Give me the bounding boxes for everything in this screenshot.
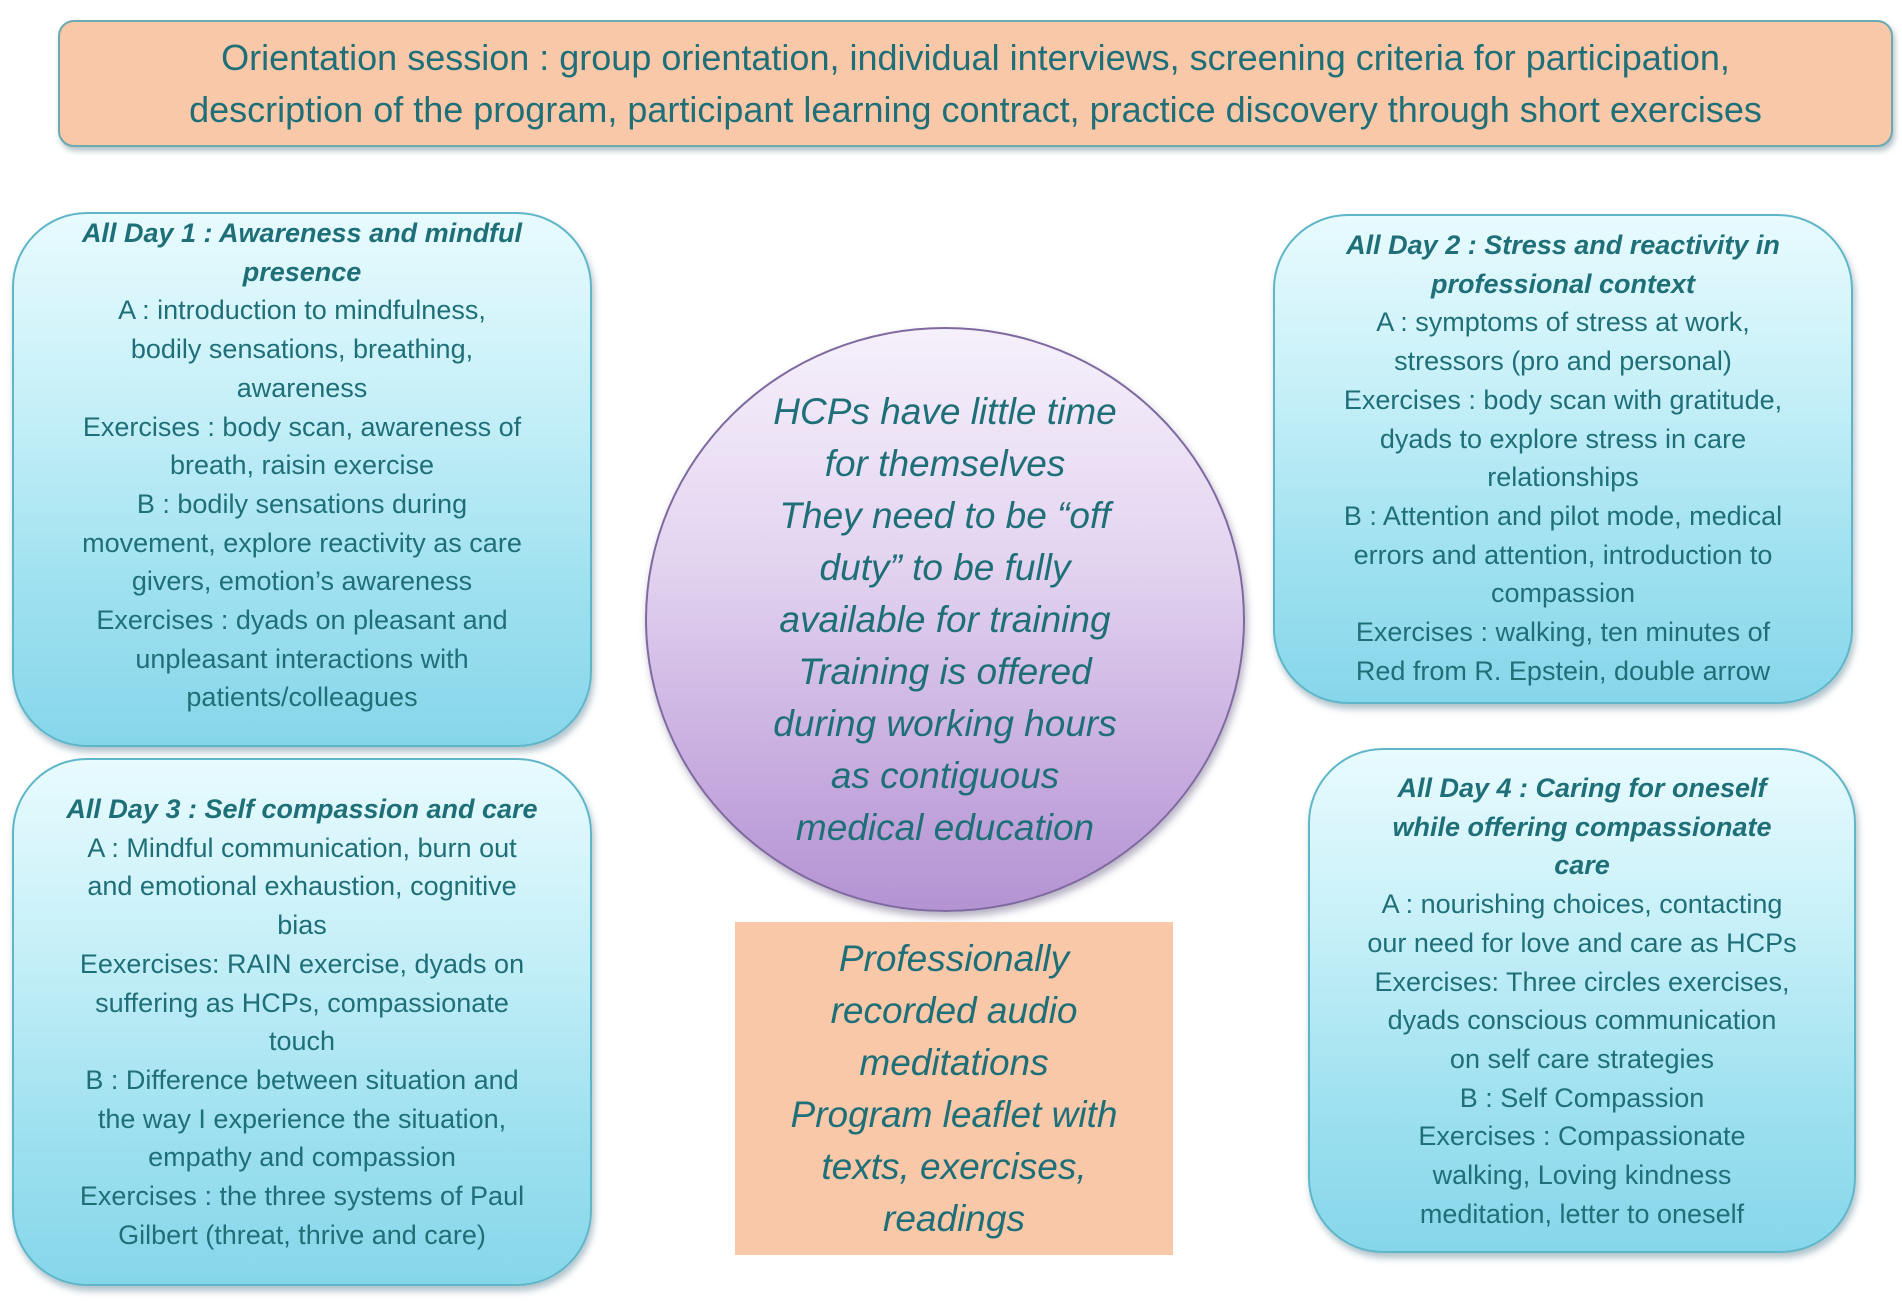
day-2-line: relationships bbox=[1487, 462, 1639, 493]
day-4-line: A : nourishing choices, contacting bbox=[1381, 889, 1783, 920]
day-3-line: the way I experience the situation, bbox=[97, 1103, 507, 1134]
day-3-line: Exercises : the three systems of Paul bbox=[79, 1181, 525, 1212]
day-2-line: stressors (pro and personal) bbox=[1394, 346, 1732, 377]
day-2-box: All Day 2 : Stress and reactivity in pro… bbox=[1273, 214, 1853, 704]
day-4-line: on self care strategies bbox=[1449, 1043, 1715, 1074]
day-3-line: and emotional exhaustion, cognitive bbox=[87, 871, 517, 902]
day-4-title: All Day 4 : Caring for oneself bbox=[1397, 773, 1767, 803]
day-2-title: professional context bbox=[1430, 268, 1696, 299]
day-1-line: breath, raisin exercise bbox=[169, 450, 435, 481]
day-2-title: All Day 2 : Stress and reactivity in bbox=[1346, 230, 1780, 260]
orientation-line: description of the program, participant … bbox=[189, 88, 1762, 130]
day-1-line: bodily sensations, breathing, bbox=[130, 334, 474, 365]
day-1-line: givers, emotion’s awareness bbox=[131, 566, 473, 597]
day-4-line: Exercises: Three circles exercises, bbox=[1374, 966, 1790, 997]
day-3-line: touch bbox=[268, 1026, 336, 1057]
day-4-title: while offering compassionate bbox=[1392, 811, 1772, 842]
day-4-line: B : Self Compassion bbox=[1459, 1082, 1705, 1113]
day-4-line: meditation, letter to oneself bbox=[1419, 1198, 1745, 1229]
day-1-line: awareness bbox=[236, 372, 368, 403]
day-3-title: All Day 3 : Self compassion and care bbox=[66, 794, 538, 824]
day-1-title: All Day 1 : Awareness and mindful bbox=[81, 218, 523, 248]
day-4-box: All Day 4 : Caring for oneself while off… bbox=[1308, 748, 1856, 1253]
orientation-session-box: Orientation session : group orientation,… bbox=[58, 20, 1893, 147]
circle-line: Training is offered bbox=[798, 650, 1092, 692]
day-1-line: Exercises : dyads on pleasant and bbox=[96, 605, 508, 636]
resources-line: Professionally bbox=[838, 937, 1070, 979]
day-3-line: empathy and compassion bbox=[148, 1142, 456, 1173]
day-2-line: A : symptoms of stress at work, bbox=[1376, 307, 1750, 338]
circle-line: available for training bbox=[779, 598, 1111, 640]
day-1-line: movement, explore reactivity as care bbox=[82, 527, 522, 558]
day-4-title: care bbox=[1554, 850, 1610, 881]
day-2-line: dyads to explore stress in care bbox=[1379, 423, 1747, 454]
circle-line: during working hours bbox=[773, 702, 1117, 744]
resources-line: Program leaflet with bbox=[790, 1093, 1118, 1135]
circle-line: for themselves bbox=[824, 442, 1066, 484]
day-3-line: bias bbox=[277, 910, 327, 941]
day-3-box: All Day 3 : Self compassion and care A :… bbox=[12, 758, 592, 1286]
day-1-line: A : introduction to mindfulness, bbox=[118, 295, 486, 326]
day-1-line: patients/colleagues bbox=[186, 682, 418, 713]
day-1-box: All Day 1 : Awareness and mindful presen… bbox=[12, 212, 592, 747]
day-3-line: Eexercises: RAIN exercise, dyads on bbox=[79, 948, 525, 979]
resources-line: recorded audio bbox=[830, 989, 1078, 1031]
day-3-line: Gilbert (threat, thrive and care) bbox=[118, 1219, 486, 1250]
day-2-line: B : Attention and pilot mode, medical bbox=[1343, 500, 1783, 531]
day-2-line: errors and attention, introduction to bbox=[1353, 539, 1773, 570]
day-1-line: Exercises : body scan, awareness of bbox=[82, 411, 522, 442]
resources-box: Professionally recorded audio meditation… bbox=[735, 922, 1173, 1255]
circle-line: duty” to be fully bbox=[819, 546, 1071, 588]
circle-line: medical education bbox=[795, 806, 1095, 848]
day-3-line: suffering as HCPs, compassionate bbox=[95, 987, 509, 1018]
resources-line: meditations bbox=[859, 1041, 1049, 1083]
day-2-line: Exercises : body scan with gratitude, bbox=[1343, 384, 1783, 415]
circle-line: as contiguous bbox=[830, 754, 1060, 796]
day-2-line: compassion bbox=[1490, 578, 1636, 609]
day-3-line: A : Mindful communication, burn out bbox=[87, 832, 517, 863]
orientation-line: Orientation session : group orientation,… bbox=[221, 36, 1730, 78]
day-2-line: Red from R. Epstein, double arrow bbox=[1355, 655, 1771, 686]
day-2-line: Exercises : walking, ten minutes of bbox=[1355, 617, 1771, 648]
resources-line: texts, exercises, bbox=[821, 1145, 1087, 1187]
day-4-line: walking, Loving kindness bbox=[1432, 1160, 1732, 1191]
circle-line: They need to be “off bbox=[779, 494, 1111, 536]
central-circle: HCPs have little time for themselves The… bbox=[645, 327, 1245, 912]
day-4-line: our need for love and care as HCPs bbox=[1367, 927, 1797, 958]
day-1-line: B : bodily sensations during bbox=[136, 488, 468, 519]
day-3-line: B : Difference between situation and bbox=[85, 1064, 519, 1095]
resources-line: readings bbox=[883, 1197, 1025, 1239]
day-1-title: presence bbox=[242, 256, 362, 287]
day-4-line: dyads conscious communication bbox=[1387, 1005, 1777, 1036]
circle-line: HCPs have little time bbox=[773, 390, 1117, 432]
day-1-line: unpleasant interactions with bbox=[135, 643, 469, 674]
day-4-line: Exercises : Compassionate bbox=[1418, 1121, 1746, 1152]
